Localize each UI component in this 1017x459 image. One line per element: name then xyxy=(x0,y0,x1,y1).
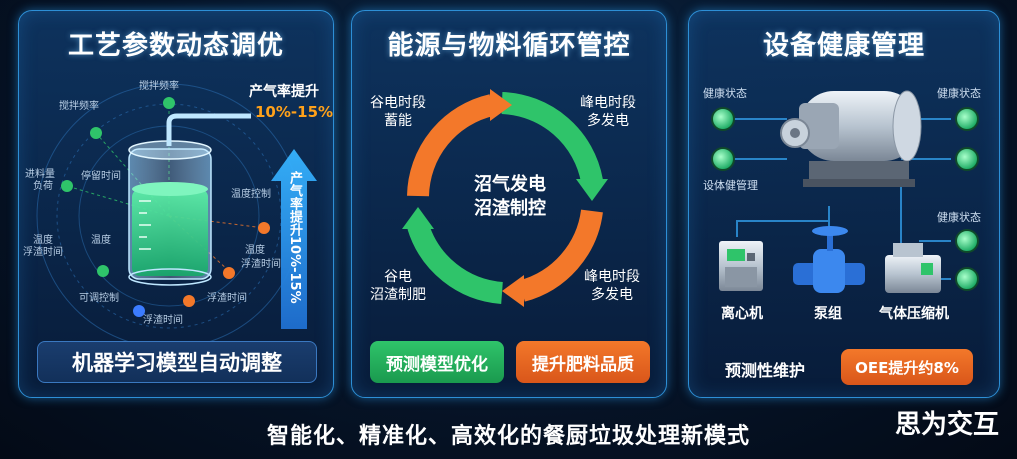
footer-slogan: 智能化、精准化、高效化的餐厨垃圾处理新模式 xyxy=(266,424,750,449)
label-left-mid: 进料量 xyxy=(25,169,55,180)
node-left-low xyxy=(97,265,109,277)
equipment-diagram xyxy=(711,90,979,293)
energy-material-panel: 能源与物料循环管控 沼气发电 沼渣制控 谷电时段 蓄能 峰电时段 多发电 谷电 … xyxy=(351,10,667,398)
node-stir-top xyxy=(163,97,175,109)
fertilizer-quality-button[interactable]: 提升肥料品质 xyxy=(516,341,650,383)
ml-auto-adjust-button[interactable]: 机器学习模型自动调整 xyxy=(37,341,317,383)
label-valley-storage: 谷电时段 蓄能 xyxy=(370,95,426,129)
health-label-left-top: 健康状态 xyxy=(703,87,747,100)
label-right-top: 温度控制 xyxy=(231,189,271,200)
node-bottom xyxy=(133,305,145,317)
yield-up-arrow xyxy=(271,149,317,329)
node-right-mid xyxy=(258,222,270,234)
label-right-mid2: 浮渣时间 xyxy=(241,259,281,270)
label-bottom: 浮渣时间 xyxy=(143,315,183,326)
label-right-bot: 浮渣时间 xyxy=(207,293,247,304)
process-panel-title: 工艺参数动态调优 xyxy=(67,31,284,61)
device-pump-label: 泵组 xyxy=(814,306,842,322)
label-feed-left: 可调控制 xyxy=(79,293,119,304)
energy-panel-title: 能源与物料循环管控 xyxy=(387,31,631,61)
label-valley-fertilizer: 谷电 沼渣制肥 xyxy=(370,269,426,303)
label-stir-left: 搅拌频率 xyxy=(59,101,99,112)
arc-top-left xyxy=(407,94,495,197)
process-diagram xyxy=(36,83,317,349)
device-compressor-label: 气体压缩机 xyxy=(879,306,949,322)
feed-pipe xyxy=(166,113,251,146)
arrow-head-tl xyxy=(490,89,512,121)
process-tuning-panel: 工艺参数动态调优 xyxy=(18,10,334,398)
centrifuge-icon xyxy=(719,241,763,291)
label-right-mid: 温度 xyxy=(245,245,265,256)
label-reside-left: 温度 浮渣时间 xyxy=(23,235,63,258)
label-inner-left: 停留时间 xyxy=(81,171,121,182)
arrow-head-tr xyxy=(576,179,608,201)
tank-liquid xyxy=(132,189,208,276)
arc-bottom-left xyxy=(407,222,504,304)
node-stir-left xyxy=(90,127,102,139)
health-label-right-top: 健康状态 xyxy=(937,87,981,100)
node-left-mid xyxy=(61,180,73,192)
arc-bottom-right xyxy=(518,209,603,302)
yield-vertical-text: 产气率提升10%-15% xyxy=(287,171,302,304)
device-centrifuge-label: 离心机 xyxy=(721,306,763,322)
main-machine-icon xyxy=(780,90,922,187)
predictive-model-button[interactable]: 预测模型优化 xyxy=(370,341,504,383)
health-label-right-mid: 健康状态 xyxy=(937,211,981,224)
equipment-health-panel: 设备健康管理 xyxy=(688,10,1000,398)
arrow-head-bl xyxy=(402,207,434,229)
yield-value: 10%-15% xyxy=(255,103,334,121)
oee-badge[interactable]: OEE提升约8% xyxy=(841,349,973,385)
label-peak-generate-bottom: 峰电时段 多发电 xyxy=(584,269,640,303)
node-right-bottom xyxy=(183,295,195,307)
health-dots xyxy=(711,107,979,291)
liquid-surface xyxy=(132,182,208,196)
arc-top-right xyxy=(501,92,603,184)
health-label-left-bottom: 设体健管理 xyxy=(703,179,758,192)
cycle-diagram xyxy=(402,89,608,307)
label-peak-generate-top: 峰电时段 多发电 xyxy=(580,95,636,129)
arrow-head-br xyxy=(502,275,524,307)
predictive-maintenance-label: 预测性维护 xyxy=(725,361,806,380)
brand-watermark: 思为交互 xyxy=(894,410,999,440)
cycle-center-label: 沼气发电 沼渣制控 xyxy=(474,174,546,220)
label-temp: 温度 xyxy=(91,235,111,246)
node-right-low xyxy=(223,267,235,279)
yield-title: 产气率提升 xyxy=(249,84,319,100)
label-left-mid-b: 负荷 xyxy=(33,181,53,192)
equipment-panel-title: 设备健康管理 xyxy=(762,31,925,61)
label-stir-top: 搅拌频率 xyxy=(139,81,179,92)
pump-icon xyxy=(793,226,865,293)
compressor-icon xyxy=(885,243,941,293)
